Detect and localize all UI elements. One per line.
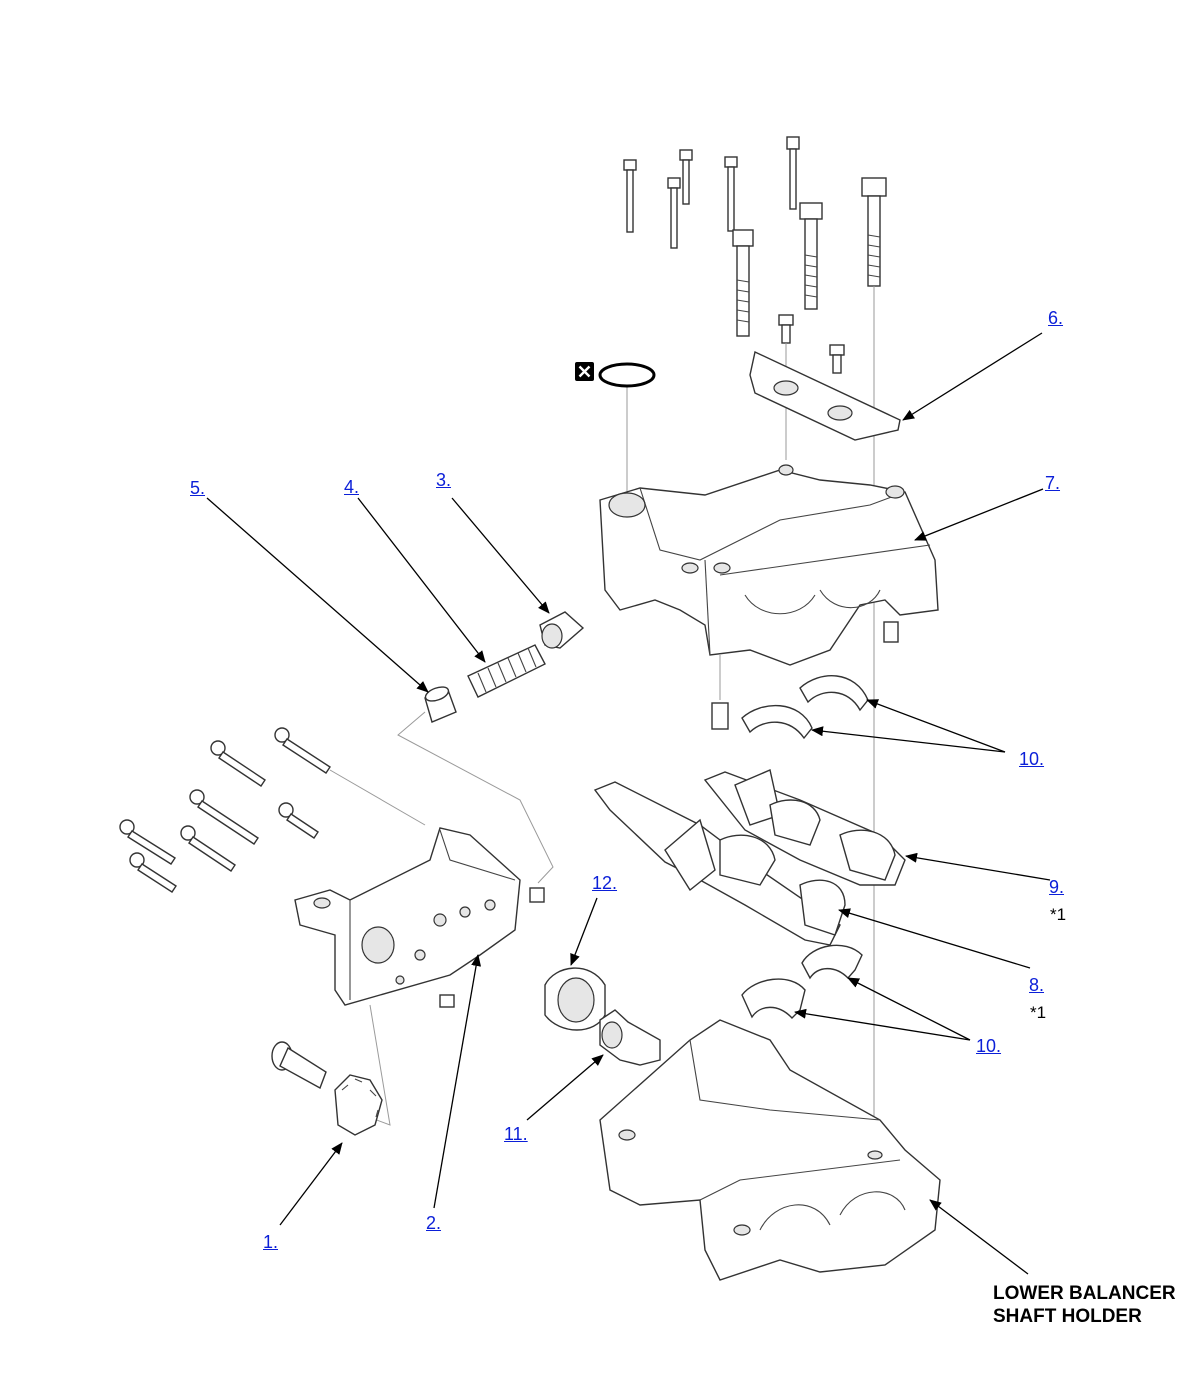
- bolt: [724, 156, 738, 232]
- leader-5: [206, 497, 429, 693]
- o-ring: [598, 362, 656, 388]
- drive-gear-bolt: [271, 1041, 327, 1090]
- leader-lines: [206, 332, 1051, 1275]
- upper-mounting-bolts: [623, 136, 887, 374]
- note-8: *1: [1030, 1003, 1047, 1022]
- leader-6: [902, 332, 1043, 421]
- outer-rotor: [544, 967, 606, 1031]
- callout-4[interactable]: 4.: [344, 477, 360, 497]
- callout-3[interactable]: 3.: [436, 470, 452, 490]
- inner-rotor: [599, 1009, 661, 1066]
- callout-1[interactable]: 1.: [263, 1232, 279, 1252]
- relief-valve-piston: [424, 686, 457, 723]
- oil-pump-bolts: [119, 727, 331, 893]
- callout-6[interactable]: 6.: [1048, 308, 1064, 328]
- bolt: [667, 177, 681, 249]
- oil-pump-drive-gear: [334, 1074, 383, 1136]
- callout-9[interactable]: 9.: [1049, 877, 1065, 897]
- lower-holder-label-line2: SHAFT HOLDER: [993, 1306, 1142, 1327]
- balancer-shaft-front: [593, 781, 846, 946]
- bolt: [679, 149, 693, 205]
- bolt: [778, 314, 794, 344]
- lower-holder-label-line1: LOWER BALANCER: [993, 1283, 1176, 1304]
- leader-11: [526, 1054, 604, 1121]
- callout-11[interactable]: 11.: [504, 1124, 528, 1144]
- leader-2: [433, 954, 482, 1209]
- callout-8[interactable]: 8.: [1029, 975, 1045, 995]
- bolt: [732, 229, 754, 337]
- leader-9: [905, 852, 1051, 881]
- leader-10b-1: [847, 977, 971, 1041]
- leader-12: [570, 897, 598, 966]
- callout-5[interactable]: 5.: [190, 478, 206, 498]
- upper-balancer-shaft-holder: [599, 464, 939, 666]
- relief-valve-spring: [467, 644, 546, 698]
- bolt: [829, 344, 845, 374]
- leader-4: [357, 497, 486, 663]
- replace-part-icon: [575, 362, 594, 381]
- leader-10a-1: [866, 699, 1006, 753]
- note-9: *1: [1050, 905, 1067, 924]
- oil-pump-body: [294, 827, 545, 1008]
- balancer-shaft-rear: [703, 769, 906, 886]
- callout-10-upper[interactable]: 10.: [1019, 749, 1045, 769]
- lower-bearing-halves: [741, 944, 863, 1020]
- lower-balancer-shaft-holder-label: LOWER BALANCER SHAFT HOLDER: [993, 1282, 1176, 1328]
- leader-7: [914, 488, 1044, 541]
- lower-balancer-shaft-holder-part: [599, 1019, 941, 1281]
- leader-8: [838, 908, 1031, 969]
- balancer-bracket: [749, 350, 901, 441]
- callout-12[interactable]: 12.: [592, 873, 618, 893]
- callout-7[interactable]: 7.: [1045, 473, 1061, 493]
- leader-10b-2: [794, 1008, 971, 1041]
- bolt: [799, 202, 823, 310]
- callout-10-lower[interactable]: 10.: [976, 1036, 1002, 1056]
- bolt: [786, 136, 800, 210]
- sealing-bolt: [539, 611, 585, 649]
- leader-3: [451, 497, 550, 614]
- bolt: [861, 177, 887, 287]
- leader-1: [279, 1142, 343, 1226]
- leader-lower-holder: [929, 1199, 1029, 1275]
- callout-2[interactable]: 2.: [426, 1213, 442, 1233]
- upper-bearing-halves: [741, 675, 869, 740]
- dowel-pin: [711, 702, 729, 730]
- leader-10a-2: [811, 726, 1006, 753]
- bolt: [623, 159, 637, 233]
